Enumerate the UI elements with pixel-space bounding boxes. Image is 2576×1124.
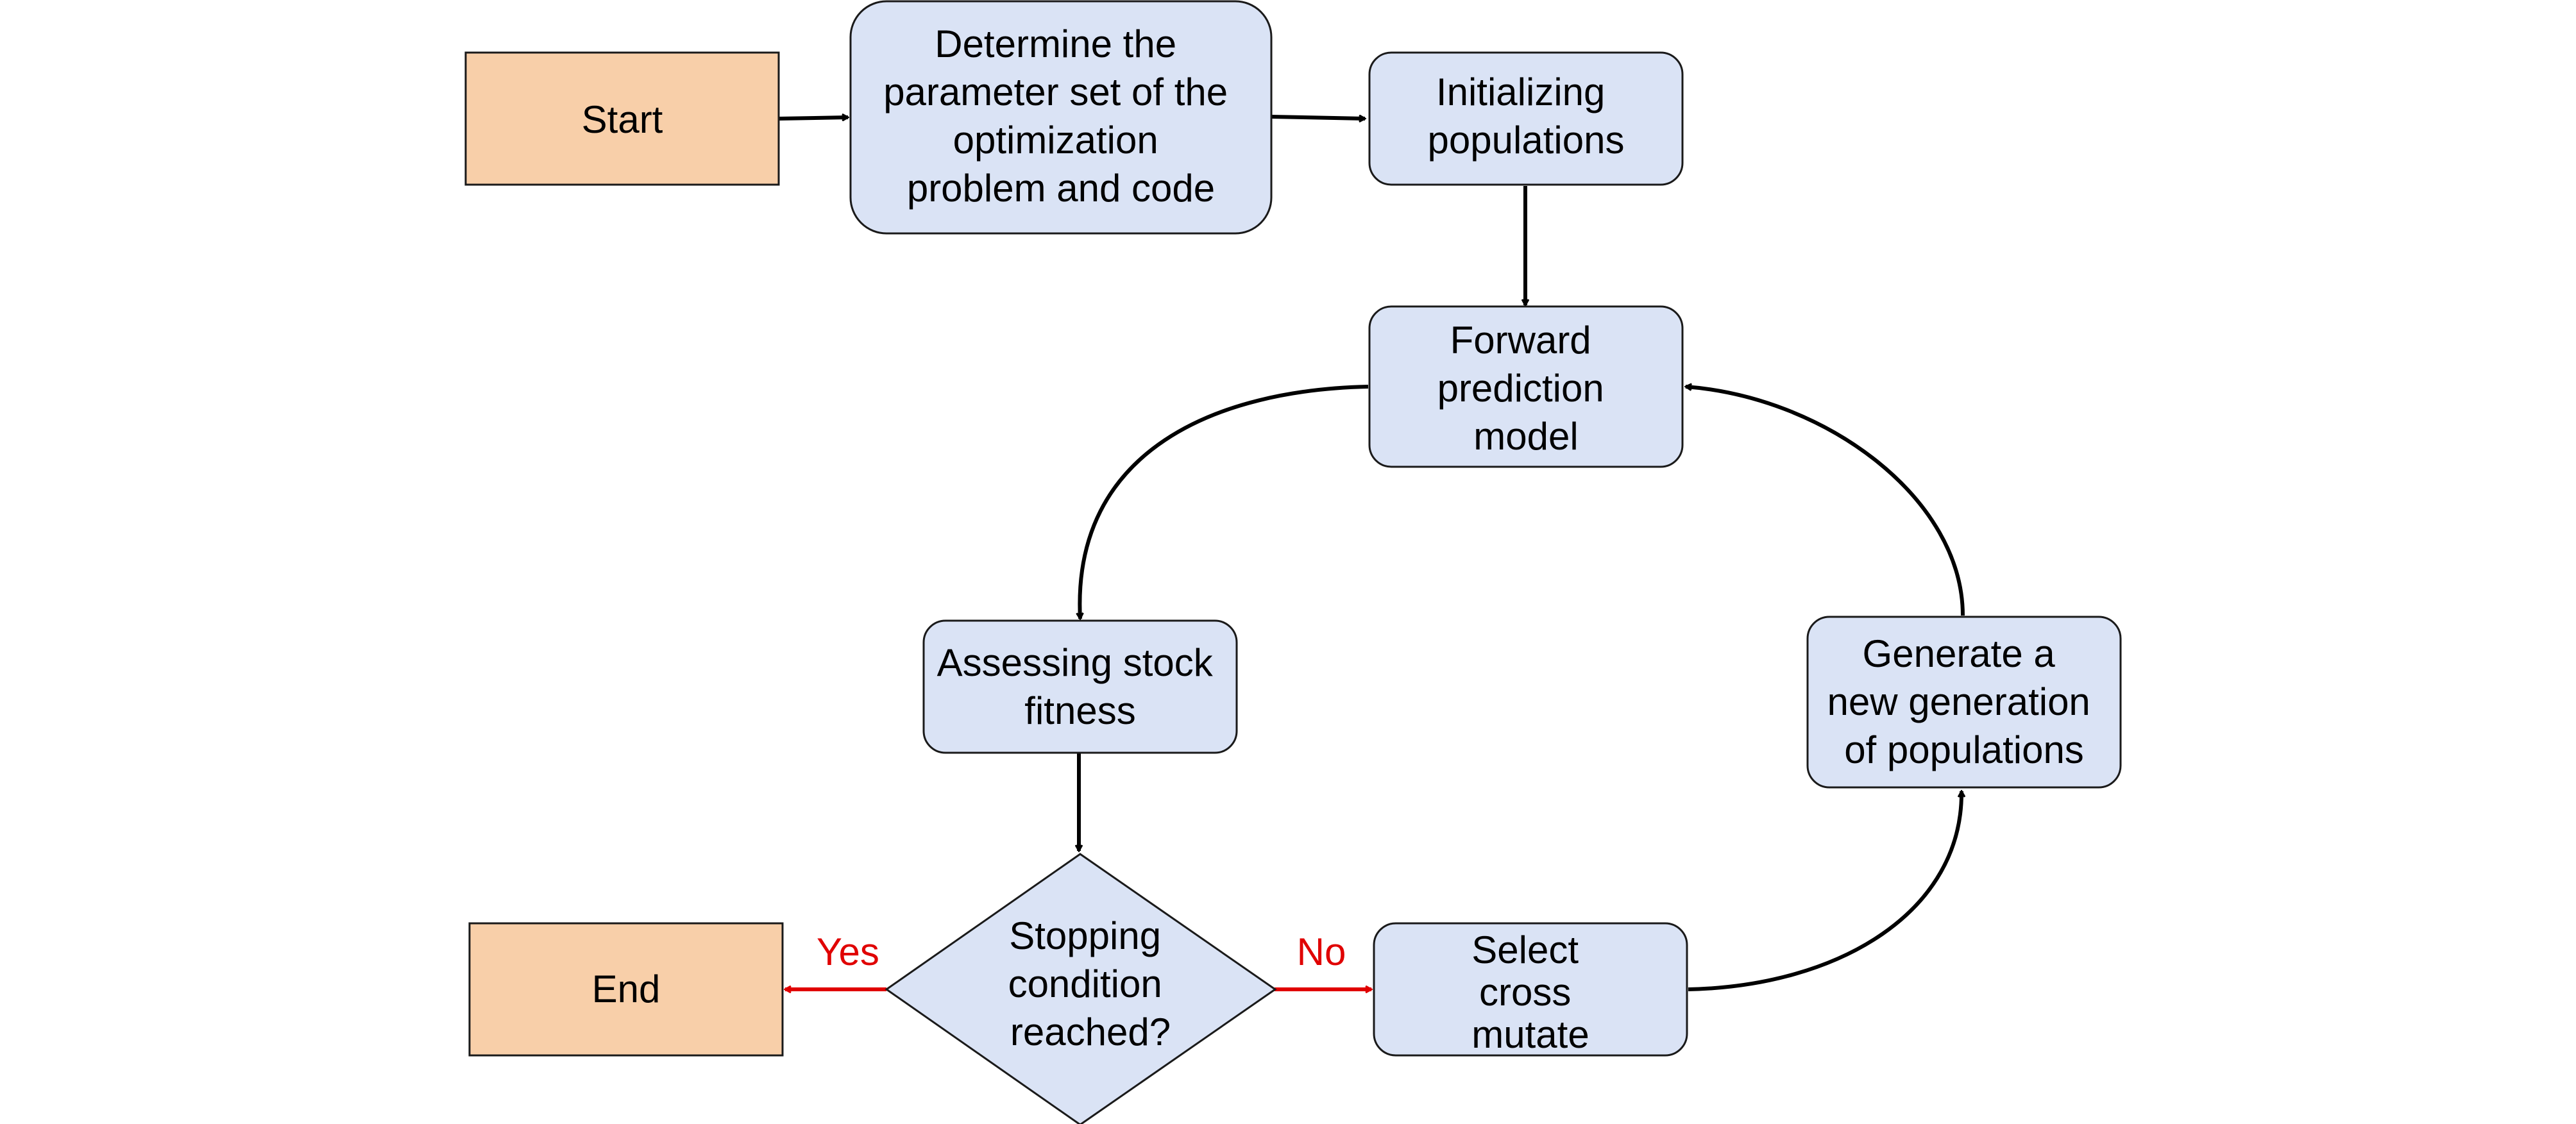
node-generate: Generate a new generation of populations: [1806, 616, 2122, 789]
node-generate-label: Generate a new generation of populations: [1827, 632, 2101, 771]
node-determine: Determine the parameter set of the optim…: [849, 0, 1273, 235]
node-initialize-label: Initializing populations: [1428, 71, 1625, 162]
node-forward: Forward prediction model: [1368, 305, 1684, 468]
edge-label-no: No: [1297, 930, 1346, 973]
node-select: Select cross mutate: [1373, 922, 1688, 1057]
node-stopping: Stopping condition reached?: [885, 853, 1277, 1124]
node-determine-label: Determine the parameter set of the optim…: [883, 22, 1239, 210]
node-select-shape: [1373, 922, 1688, 1057]
node-forward-label: Forward prediction model: [1437, 319, 1615, 458]
node-end: End: [468, 922, 784, 1057]
node-determine-shape: [849, 0, 1273, 235]
node-initialize-shape: [1368, 51, 1684, 186]
edge-label-yes: Yes: [817, 930, 879, 973]
arrow-select-to-generate: [1688, 791, 1962, 991]
node-stopping-label: Stopping condition reached?: [1008, 914, 1173, 1053]
arrow-determine-to-initialize: [1271, 117, 1365, 119]
node-start: Start: [464, 51, 780, 186]
arrow-generate-to-forward: [1686, 387, 1965, 616]
arrow-start-to-determine: [778, 117, 848, 119]
node-assess-label: Assessing stock fitness: [937, 641, 1224, 732]
node-start-label: Start: [582, 98, 663, 141]
node-start-shape: [464, 51, 780, 186]
node-end-shape: [468, 922, 784, 1057]
node-end-label: End: [592, 968, 661, 1011]
node-stopping-shape: [885, 853, 1277, 1124]
node-assess: Assessing stock fitness: [922, 619, 1238, 754]
node-assess-shape: [922, 619, 1238, 754]
node-initialize: Initializing populations: [1368, 51, 1684, 186]
node-forward-shape: [1368, 305, 1684, 468]
arrow-forward-to-assess: [1080, 385, 1369, 619]
node-generate-shape: [1806, 616, 2122, 789]
node-select-label: Select cross mutate: [1471, 928, 1589, 1056]
